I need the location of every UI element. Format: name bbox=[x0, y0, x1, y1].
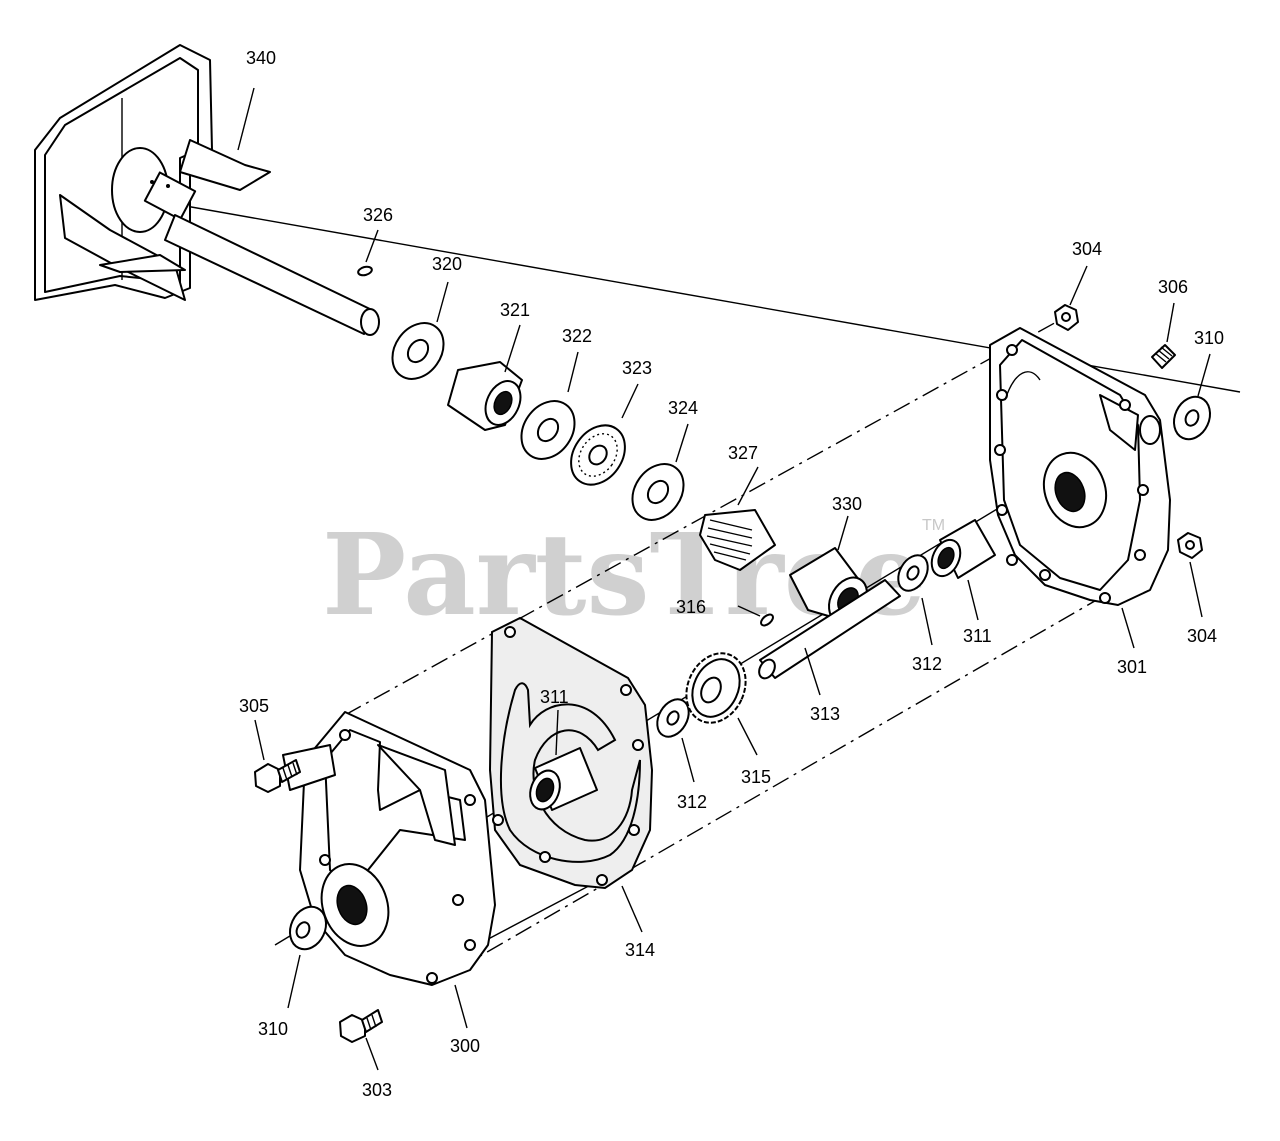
callout-340: 340 bbox=[246, 48, 276, 68]
callout-305: 305 bbox=[239, 696, 269, 716]
callout-315: 315 bbox=[741, 767, 771, 787]
callout-304-top: 304 bbox=[1072, 239, 1102, 259]
part-321-bushing bbox=[447, 361, 523, 431]
callout-326: 326 bbox=[363, 205, 393, 225]
part-310-bearing-left bbox=[289, 905, 327, 951]
part-303-bolt bbox=[339, 1009, 383, 1043]
part-312-washer-left bbox=[656, 698, 690, 738]
leader-lines bbox=[237, 87, 1211, 1071]
part-312-washer-right bbox=[897, 554, 929, 592]
callout-300: 300 bbox=[450, 1036, 480, 1056]
callout-322: 322 bbox=[562, 326, 592, 346]
callout-320: 320 bbox=[432, 254, 462, 274]
callout-304-bottom: 304 bbox=[1187, 626, 1217, 646]
callout-311-left: 311 bbox=[540, 687, 569, 707]
part-304-nut-top bbox=[1054, 304, 1079, 331]
part-310-bearing-right bbox=[1173, 395, 1211, 441]
callout-301: 301 bbox=[1117, 657, 1147, 677]
part-324-washer bbox=[631, 463, 685, 521]
part-313-shaft bbox=[758, 579, 901, 680]
part-320-washer bbox=[391, 322, 445, 380]
part-315-gear bbox=[685, 652, 747, 724]
part-311-bushing-left bbox=[529, 747, 598, 811]
callout-321: 321 bbox=[500, 300, 530, 320]
part-305-bolt bbox=[254, 759, 301, 793]
part-300-gear-case-left bbox=[282, 711, 496, 986]
callout-312-left: 312 bbox=[677, 792, 707, 812]
callout-labels: 340 326 320 321 322 323 324 327 330 316 … bbox=[239, 48, 1224, 1100]
callout-313: 313 bbox=[810, 704, 840, 724]
part-306-set-screw bbox=[1151, 344, 1176, 369]
callout-306: 306 bbox=[1158, 277, 1188, 297]
callout-327: 327 bbox=[728, 443, 758, 463]
callout-330: 330 bbox=[832, 494, 862, 514]
part-327-spring bbox=[699, 509, 776, 571]
callout-311-right: 311 bbox=[963, 626, 992, 646]
callout-310-left: 310 bbox=[258, 1019, 288, 1039]
callout-303: 303 bbox=[362, 1080, 392, 1100]
part-322-washer bbox=[520, 400, 576, 460]
part-316-key bbox=[760, 613, 774, 627]
part-323-thrust-bearing bbox=[570, 424, 626, 486]
callout-312-right: 312 bbox=[912, 654, 942, 674]
watermark-trademark: TM bbox=[922, 517, 945, 534]
callout-323: 323 bbox=[622, 358, 652, 378]
part-304-nut-bottom bbox=[1177, 532, 1203, 559]
callout-316: 316 bbox=[676, 597, 706, 617]
callout-310-right: 310 bbox=[1194, 328, 1224, 348]
part-301-gear-case-right bbox=[989, 327, 1171, 606]
part-326-key bbox=[357, 265, 373, 277]
part-311-bushing-right bbox=[930, 519, 996, 579]
callout-314: 314 bbox=[625, 940, 655, 960]
part-340-impeller-shaft bbox=[34, 44, 380, 336]
callout-324: 324 bbox=[668, 398, 698, 418]
